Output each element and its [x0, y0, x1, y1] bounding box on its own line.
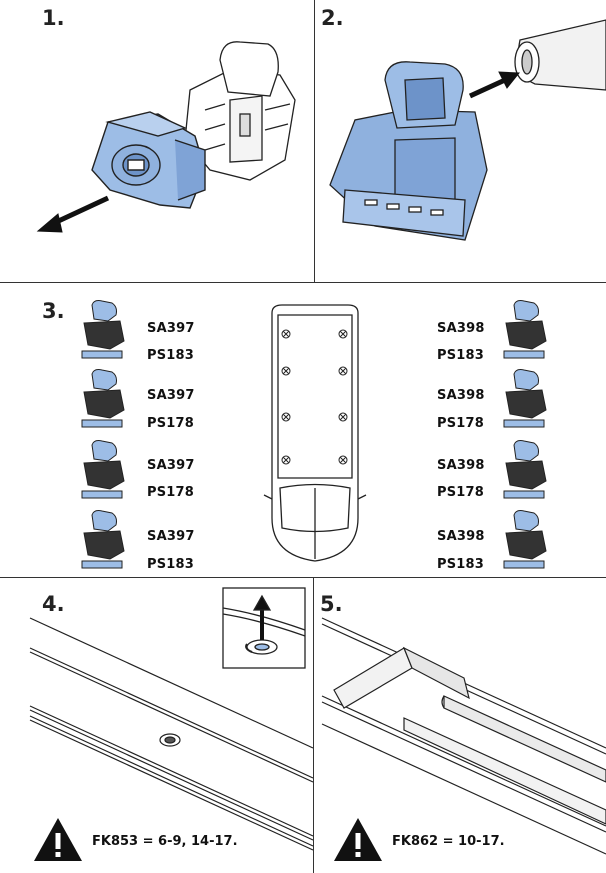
panel-step-5: 5. FK862 = 10-17. — [314, 578, 606, 873]
warning-triangle-icon-5 — [334, 818, 382, 861]
right-pad-label-1: PS183 — [437, 348, 485, 363]
divider-top-vertical — [314, 0, 315, 282]
mounting-points — [281, 329, 348, 465]
rail-lines — [321, 617, 606, 855]
left-pad-label-2: PS178 — [147, 416, 195, 431]
foot-icon-left-group — [81, 300, 125, 569]
rail-end-cap — [333, 646, 606, 825]
panel-step-1: 1. — [0, 0, 314, 282]
bracket-body — [184, 41, 296, 181]
divider-bottom-vertical — [313, 578, 314, 873]
left-pad-label-3: PS178 — [147, 485, 195, 500]
right-foot-label-4: SA398 — [437, 529, 485, 544]
divider-row2-horizontal — [0, 577, 606, 578]
left-foot-label-2: SA397 — [147, 388, 195, 403]
panel-step-3: 3. — [0, 283, 606, 577]
right-foot-label-3: SA398 — [437, 458, 485, 473]
left-foot-label-3: SA397 — [147, 458, 195, 473]
warning-triangle-icon-4 — [34, 818, 82, 861]
roof-rail-lines — [29, 617, 313, 851]
left-pad-label-1: PS183 — [147, 348, 195, 363]
foot-icon-right-1 — [503, 300, 547, 359]
warning-text-4: FK853 = 6-9, 14-17. — [92, 834, 238, 849]
right-foot-label-2: SA398 — [437, 388, 485, 403]
right-pad-label-4: PS183 — [437, 557, 485, 572]
foot-icon-right-4 — [503, 510, 547, 569]
right-foot-label-1: SA398 — [437, 321, 485, 336]
foot-icon-left-2 — [81, 369, 125, 428]
foot-icon-right-group — [503, 300, 547, 569]
step-number-3: 3. — [42, 299, 65, 323]
bracket-with-clamp — [329, 61, 488, 241]
bracket-attachment-illustration — [329, 19, 606, 241]
inset-detail — [222, 587, 306, 669]
pull-arrow — [36, 195, 110, 233]
mounting-hole — [159, 733, 181, 747]
foot-icon-right-2 — [503, 369, 547, 428]
step-number-2: 2. — [321, 6, 344, 30]
foot-icon-left-1 — [81, 300, 125, 359]
foot-icon-right-3 — [503, 440, 547, 499]
foot-icon-left-3 — [81, 440, 125, 499]
foot-icon-left-4 — [81, 510, 125, 569]
insert-arrow — [468, 71, 521, 99]
left-foot-label-1: SA397 — [147, 321, 195, 336]
right-pad-label-2: PS178 — [437, 416, 485, 431]
right-pad-label-3: PS178 — [437, 485, 485, 500]
left-foot-label-4: SA397 — [147, 529, 195, 544]
panel-step-4: 4. — [0, 578, 313, 873]
step-number-4: 4. — [42, 592, 65, 616]
clamp-knob — [91, 111, 206, 209]
left-pad-label-4: PS183 — [147, 557, 195, 572]
rail-profile-illustration — [321, 617, 606, 861]
foot-disassembly-illustration — [36, 41, 296, 233]
step-number-5: 5. — [320, 592, 343, 616]
roof-bar-end — [514, 19, 606, 91]
panel-step-2: 2. — [315, 0, 606, 282]
divider-row1-horizontal — [0, 282, 606, 283]
step-number-1: 1. — [42, 6, 65, 30]
warning-text-5: FK862 = 10-17. — [392, 834, 505, 849]
van-top-view — [263, 304, 367, 562]
left-foot-icons — [81, 300, 547, 569]
rail-hole-illustration — [29, 587, 313, 861]
